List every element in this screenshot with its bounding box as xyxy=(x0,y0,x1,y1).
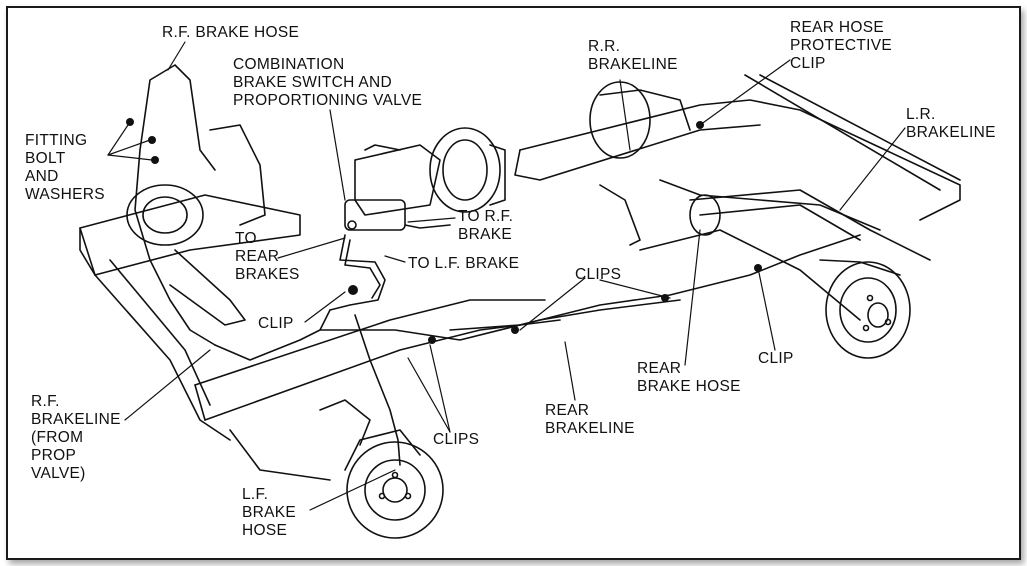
lr-wheel-drum xyxy=(819,259,911,359)
label-rear-brake-hose: REAR BRAKE HOSE xyxy=(637,360,741,395)
label-clips-lower: CLIPS xyxy=(433,431,480,448)
label-rr-brakeline: R.R. BRAKELINE xyxy=(588,38,678,73)
label-to-rf-brake: TO R.F. BRAKE xyxy=(458,208,514,243)
label-lf-brake-hose: L.F. BRAKE HOSE xyxy=(242,486,297,539)
label-rear-hose-clip: REAR HOSE PROTECTIVE CLIP xyxy=(790,19,893,72)
lf-wheel-rotor xyxy=(319,399,444,539)
label-lr-brakeline: L.R. BRAKELINE xyxy=(906,106,996,141)
label-rf-brake-hose: R.F. BRAKE HOSE xyxy=(162,24,300,41)
fitting-bolts xyxy=(126,118,762,344)
label-clips-upper: CLIPS xyxy=(575,266,622,283)
label-rf-brakeline: R.F. BRAKELINE (FROM PROP VALVE) xyxy=(31,393,121,482)
label-combination-valve: COMBINATION BRAKE SWITCH AND PROPORTIONI… xyxy=(233,56,423,109)
leader-lines xyxy=(107,41,906,511)
label-rear-brakeline: REAR BRAKELINE xyxy=(545,402,635,437)
rear-brakeline xyxy=(449,179,881,331)
label-fitting-bolt: FITTING BOLT AND WASHERS xyxy=(25,132,105,203)
label-clip-left: CLIP xyxy=(258,315,294,332)
label-clip-right: CLIP xyxy=(758,350,794,367)
label-to-rear-brakes: TO REAR BRAKES xyxy=(235,230,300,283)
rf-wheel-rotor xyxy=(126,124,266,326)
brake-lines-front xyxy=(134,64,681,466)
label-to-lf-brake: TO L.F. BRAKE xyxy=(408,255,520,272)
master-cylinder-booster xyxy=(344,127,506,231)
